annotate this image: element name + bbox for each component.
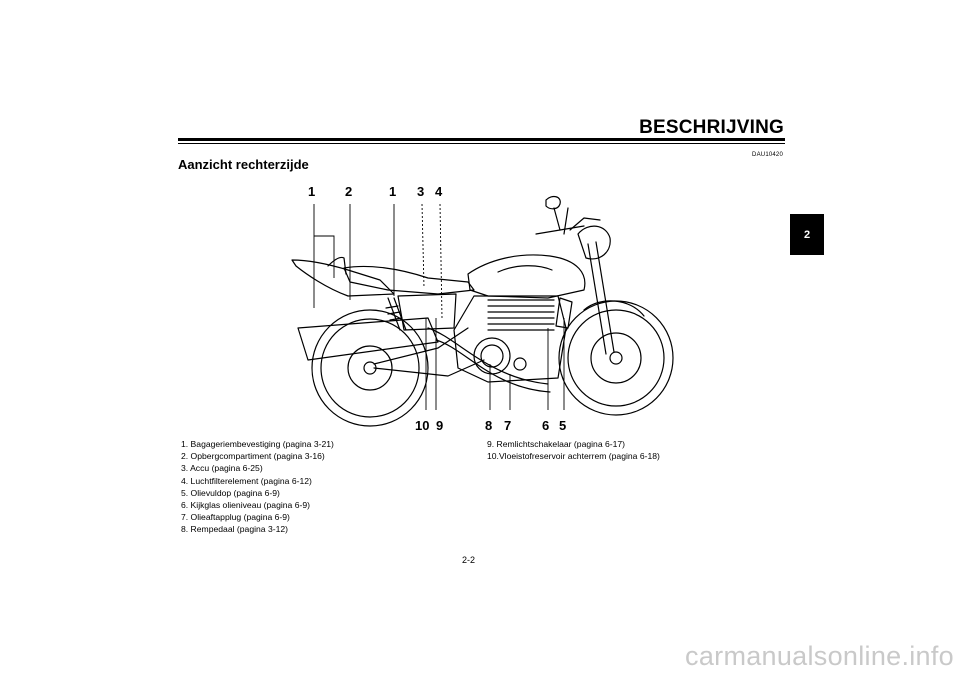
legend-left-column: 1. Bagageriembevestiging (pagina 3-21) 2… (181, 438, 334, 536)
seat (343, 265, 475, 295)
front-fender (583, 300, 645, 317)
legend-item: 3. Accu (pagina 6-25) (181, 463, 263, 474)
callout-4: 4 (435, 184, 443, 199)
callout-1b: 1 (389, 184, 396, 199)
chapter-tab: 2 (790, 214, 824, 255)
legend-item: 10.Vloeistofreservoir achterrem (pagina … (487, 451, 660, 462)
callout-3: 3 (417, 184, 424, 199)
section-title: BESCHRIJVING (639, 117, 784, 138)
legend-item: 8. Rempedaal (pagina 3-12) (181, 524, 289, 535)
legend-item: 2. Opbergcompartiment (pagina 3-16) (181, 451, 325, 462)
fuel-tank (467, 254, 586, 299)
legend-item: 6. Kijkglas olieniveau (pagina 6-9) (181, 500, 310, 511)
callout-5: 5 (559, 418, 566, 433)
legend-item: 4. Luchtfilterelement (pagina 6-12) (181, 475, 312, 486)
legend-item: 5. Olievuldop (pagina 6-9) (181, 487, 280, 498)
legend-right-column: 9. Remlichtschakelaar (pagina 6-17) 10.V… (487, 438, 660, 462)
callout-7: 7 (504, 418, 511, 433)
front-wheel (558, 300, 674, 416)
tail-cowl (291, 259, 395, 297)
rear-shock (387, 297, 407, 331)
document-code: DAU10420 (752, 152, 783, 158)
header-rule-thick (178, 138, 785, 141)
mirror (545, 195, 561, 210)
callout-1a: 1 (308, 184, 315, 199)
watermark: carmanualsonline.info (685, 641, 954, 671)
header-rule-thin (178, 143, 785, 144)
motorcycle-right-side-illustration: 1 2 1 3 4 10 9 8 7 6 5 (291, 184, 674, 433)
callout-8: 8 (485, 418, 492, 433)
rear-wheel (311, 309, 429, 427)
callout-10: 10 (415, 418, 429, 433)
page-number: 2-2 (462, 555, 476, 565)
page-subheading: Aanzicht rechterzijde (178, 157, 309, 172)
legend-item: 1. Bagageriembevestiging (pagina 3-21) (181, 439, 334, 449)
callout-9: 9 (436, 418, 443, 433)
legend-item: 7. Olieaftapplug (pagina 6-9) (181, 512, 290, 523)
headlight (577, 225, 611, 260)
legend-item: 9. Remlichtschakelaar (pagina 6-17) (487, 439, 626, 449)
exhaust-muffler (297, 317, 439, 361)
callout-6: 6 (542, 418, 549, 433)
callout-2: 2 (345, 184, 352, 199)
engine-block (453, 295, 567, 383)
front-fork (587, 241, 615, 355)
